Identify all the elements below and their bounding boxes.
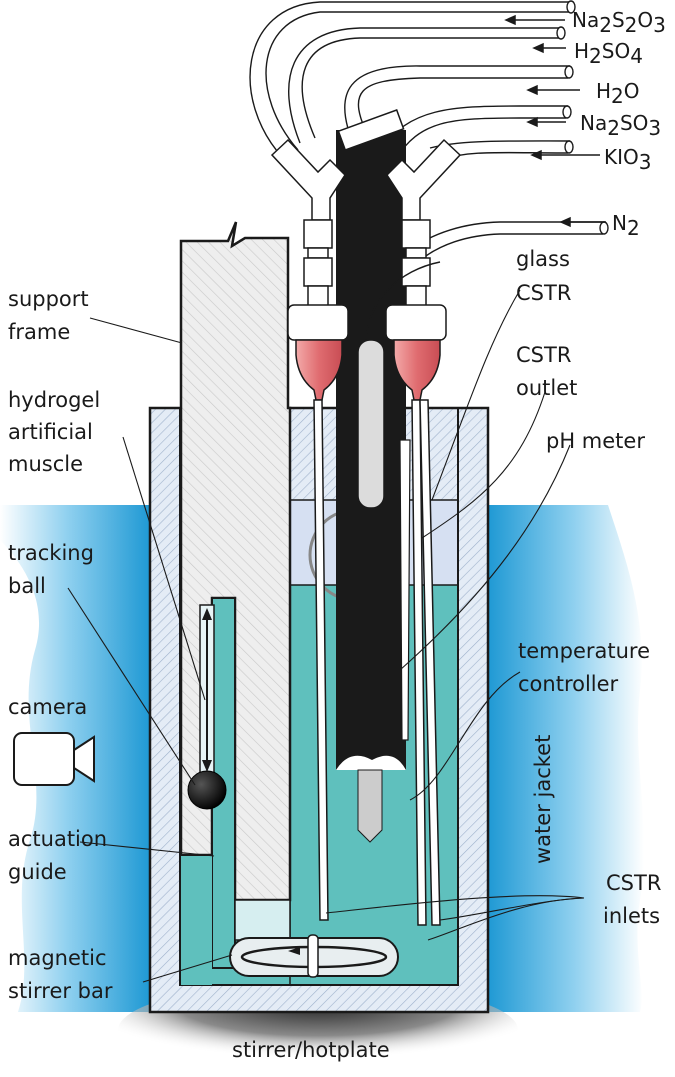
label-camera: camera xyxy=(8,695,87,719)
magnetic-stirrer-bar xyxy=(229,934,399,978)
inlet-tip-left xyxy=(295,339,343,401)
leader-lines xyxy=(67,289,585,983)
label-n2: N2 xyxy=(612,211,640,240)
label-h2so4: H2SO4 xyxy=(574,39,643,68)
label-hotplate: stirrer/hotplate xyxy=(232,1038,390,1062)
feed-arrows xyxy=(504,14,606,228)
label-na2s2o3: Na2S2O3 xyxy=(572,8,666,37)
label-ph-meter: pH meter xyxy=(546,429,645,453)
label-na2so3: Na2SO3 xyxy=(580,111,661,140)
tracking-ball xyxy=(187,770,227,810)
water-jacket-right xyxy=(488,505,644,1012)
camera-icon xyxy=(13,732,95,786)
label-kio3: KIO3 xyxy=(604,145,652,174)
label-h2o: H2O xyxy=(596,79,640,108)
y-connectors xyxy=(270,109,462,221)
label-water-jacket: water jacket xyxy=(531,735,555,864)
